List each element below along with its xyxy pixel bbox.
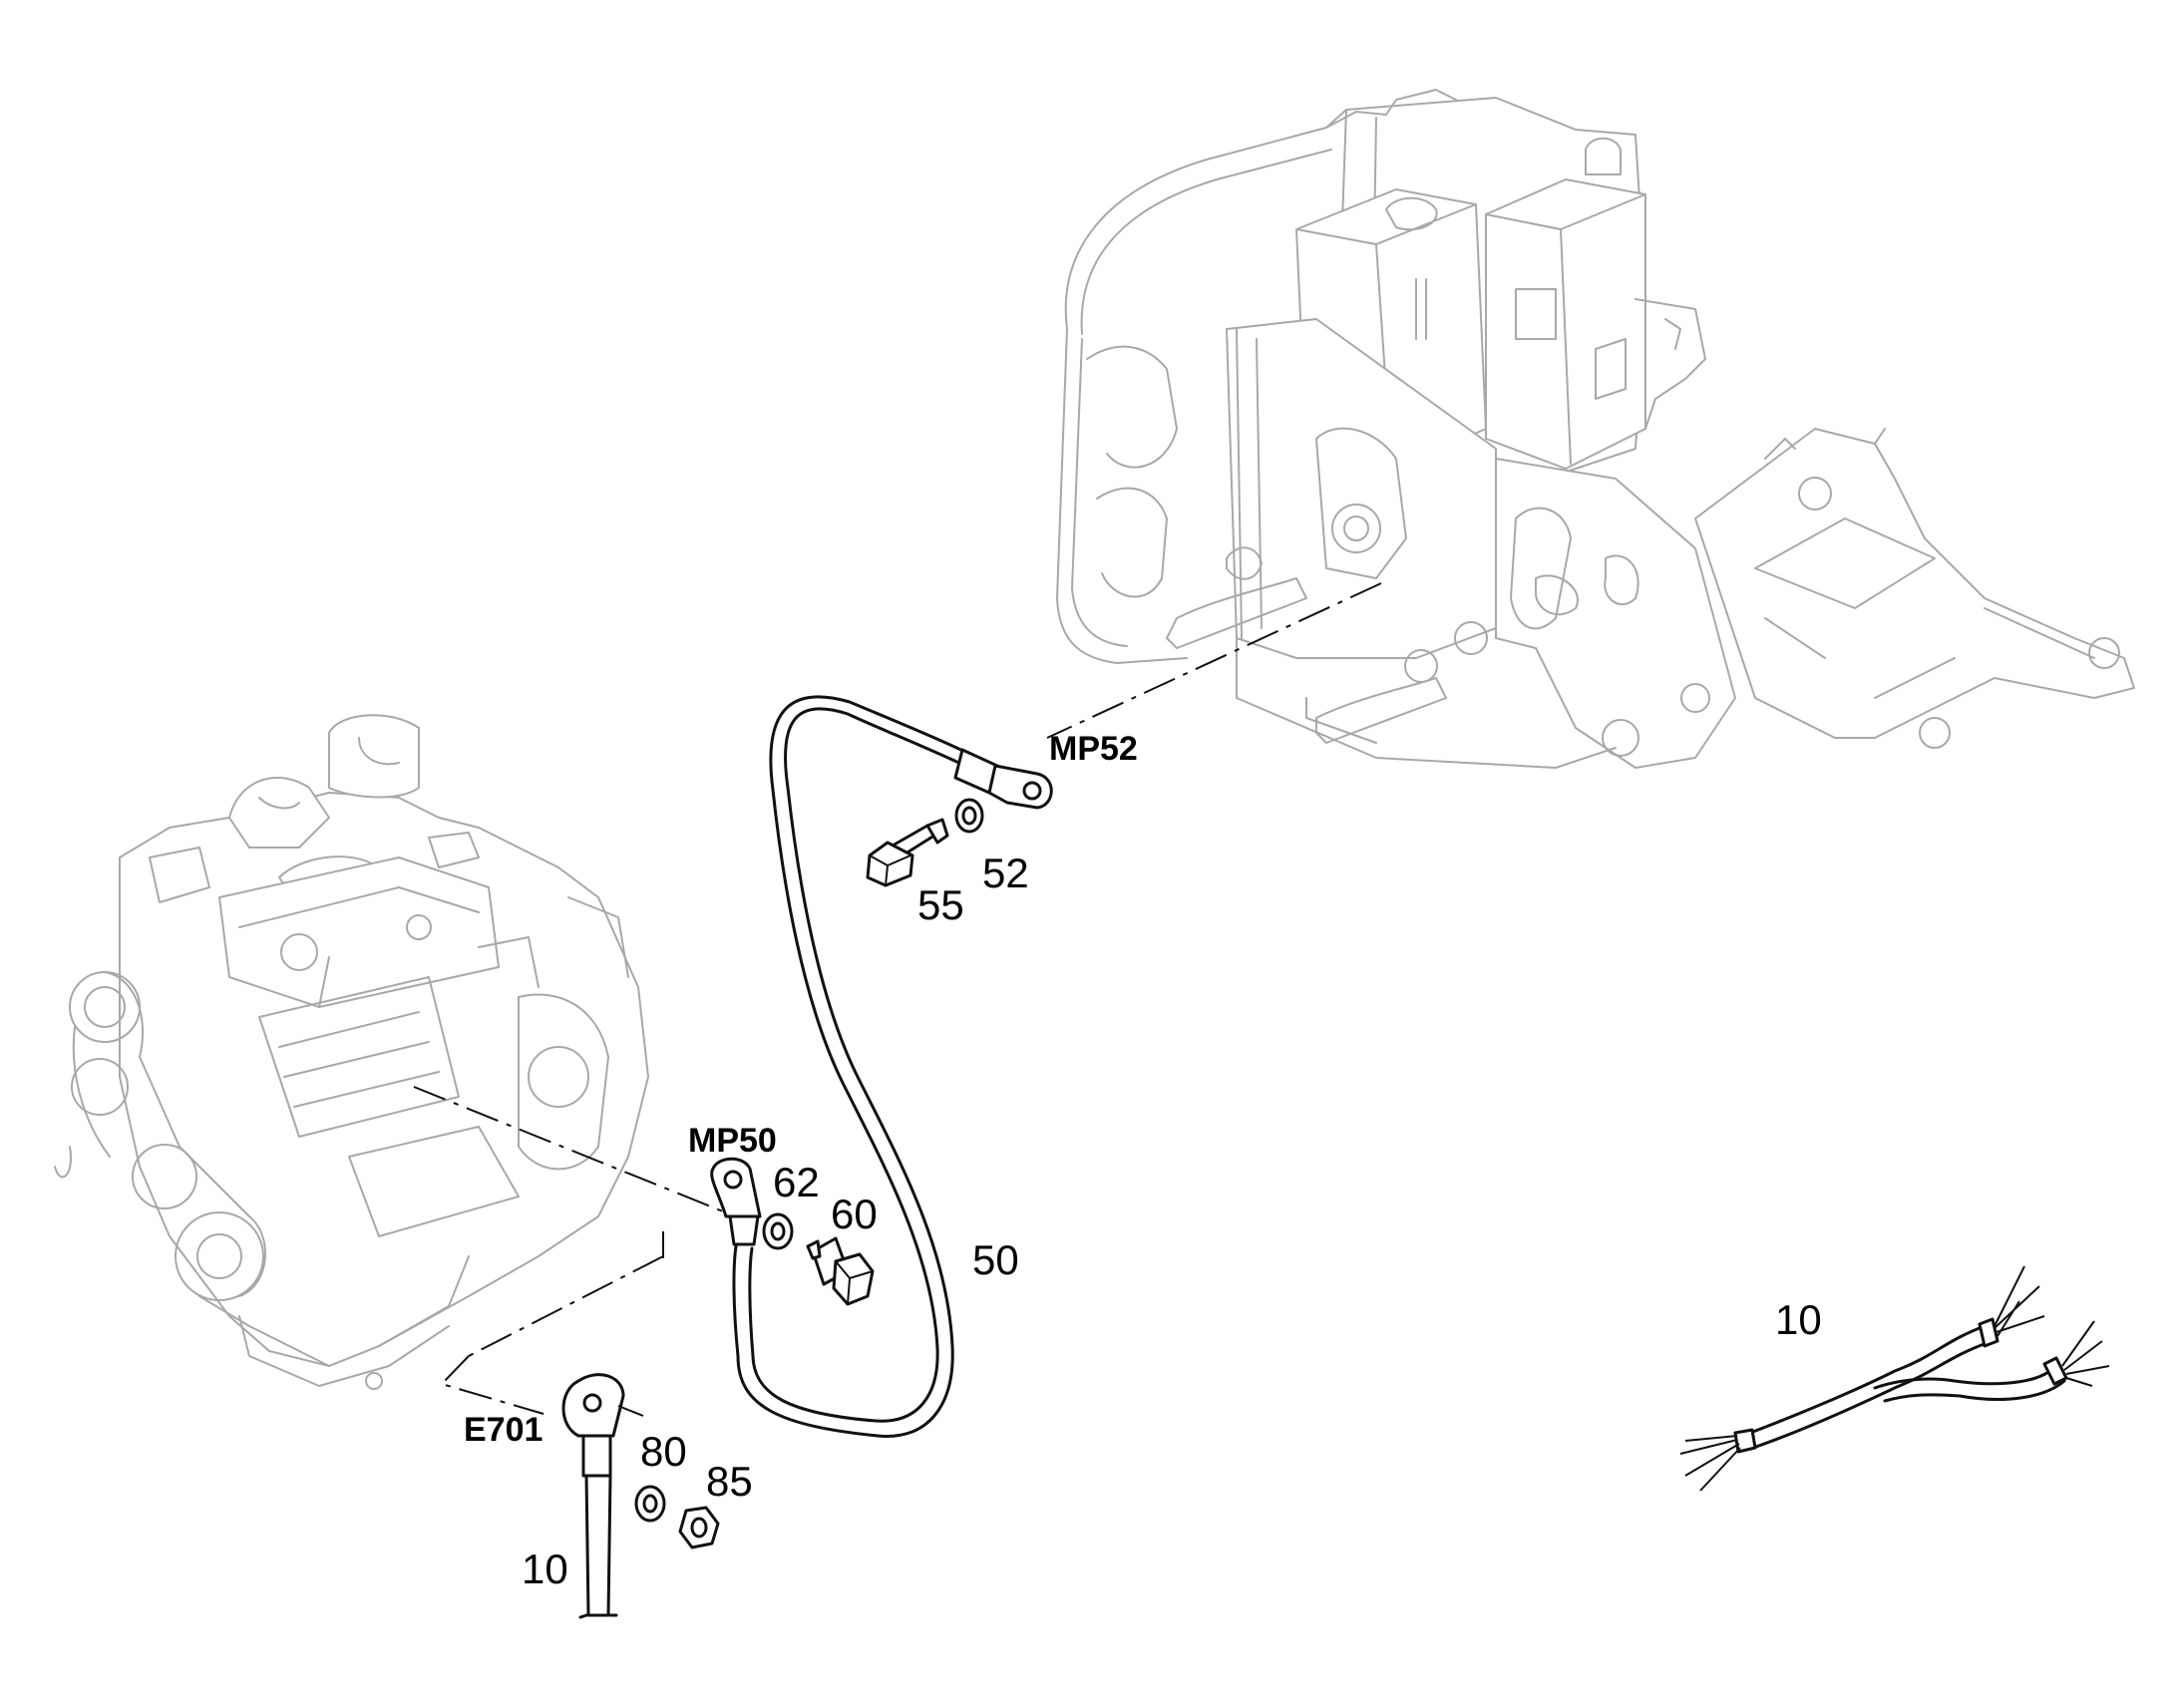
leader-lines (413, 582, 1382, 1415)
callout-labels: MP52 52 55 MP50 62 60 50 E701 80 85 10 1… (464, 730, 1822, 1592)
engine-drawing (54, 714, 649, 1390)
label-item-80: 80 (640, 1428, 687, 1475)
label-item-62: 62 (773, 1159, 820, 1205)
washer-icon-80 (634, 1485, 666, 1523)
leader-mp52 (1046, 582, 1382, 739)
terminal-lug-icon-e701 (561, 1373, 625, 1619)
bolt-icon-60 (806, 1236, 875, 1306)
label-item-10-terminal: 10 (522, 1545, 568, 1592)
ground-cable-icon (710, 695, 1053, 1438)
washer-icon-52 (954, 798, 984, 834)
label-item-55: 55 (917, 881, 964, 928)
label-e701: E701 (464, 1411, 543, 1449)
leader-e701-upper (468, 1255, 664, 1357)
label-item-50: 50 (972, 1236, 1019, 1283)
label-mp52: MP52 (1049, 730, 1138, 768)
machine-frame-drawing (1056, 89, 2135, 769)
bolt-icon-55 (866, 818, 949, 887)
nut-icon-85 (617, 1405, 720, 1549)
wiring-harness-icon (1679, 1265, 2110, 1492)
leader-e701-lower (440, 1355, 545, 1415)
label-item-60: 60 (831, 1191, 878, 1237)
label-item-52: 52 (982, 850, 1029, 896)
label-mp50: MP50 (688, 1122, 777, 1160)
label-item-10-harness: 10 (1775, 1296, 1822, 1343)
washer-icon-62 (762, 1212, 794, 1250)
label-item-85: 85 (706, 1458, 753, 1505)
